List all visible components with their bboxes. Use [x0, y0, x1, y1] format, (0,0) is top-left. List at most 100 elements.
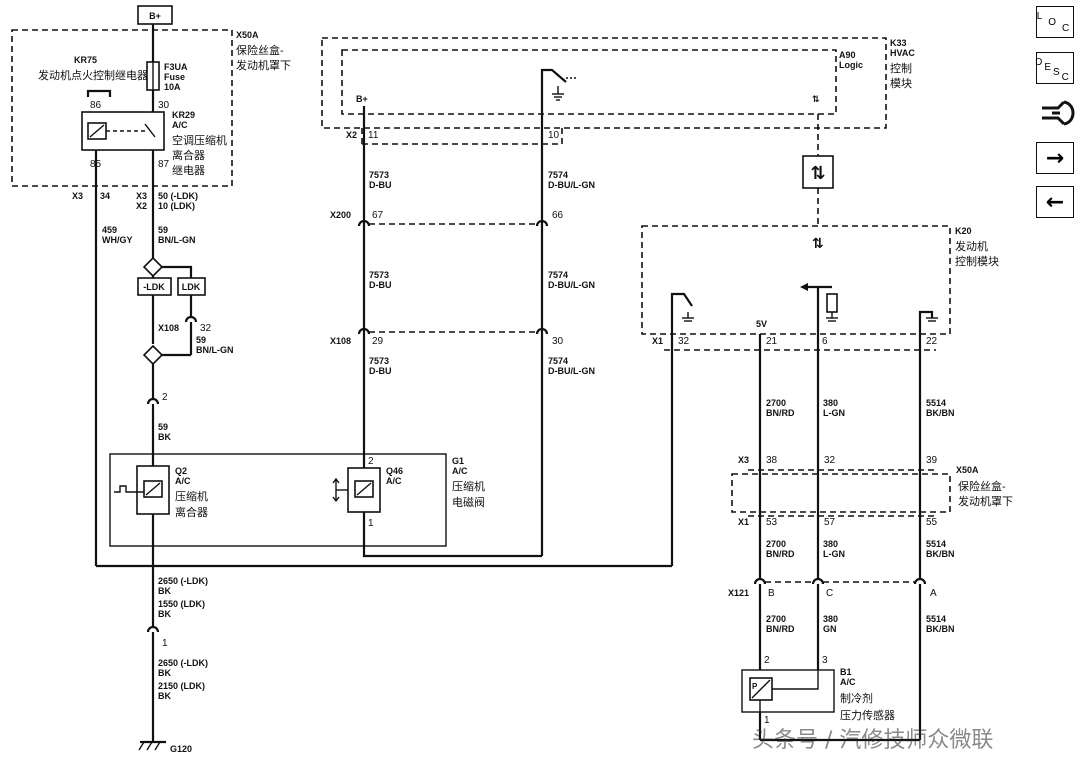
connector-x108-left: X108 [158, 323, 179, 333]
x50a-bottom-name1: 保险丝盒- [958, 479, 1006, 493]
pin-x121-b: B [768, 588, 775, 599]
desc-letter-d: D [1035, 56, 1043, 68]
wire-5514b-color: BK/BN [926, 549, 955, 559]
wire-380a-num: 380 [823, 398, 838, 408]
loc-letter-o: O [1048, 16, 1057, 28]
wire-380c-color: GN [823, 624, 837, 634]
q46-return-wire [362, 512, 542, 558]
pin-k20-6: 6 [822, 336, 828, 347]
connector-x1-k20: X1 [652, 336, 663, 346]
ldk-label: LDK [182, 282, 201, 292]
split-diamond-bottom [142, 344, 164, 366]
pin-x3-38: 38 [766, 455, 778, 466]
g1-name1: 压缩机 [452, 479, 485, 493]
kr29-switch [144, 123, 156, 138]
k20-low-side-switch [670, 292, 693, 318]
connector-view-button[interactable] [1038, 94, 1078, 134]
wire-7574a-color: D-BU/L-GN [548, 180, 595, 190]
loc-letter-c: C [1062, 22, 1070, 34]
g1-outline [109, 453, 447, 547]
wire-7573b-num: 7573 [369, 270, 389, 280]
serial-data-link: ⇅ [802, 114, 834, 226]
x108-29-connector [357, 327, 371, 335]
b1-signal-wire [772, 670, 819, 690]
k20-serial-data-arrows: ⇅ [812, 235, 824, 251]
connector-icon [1042, 100, 1075, 126]
x50a-top-name2: 发动机罩下 [236, 58, 291, 72]
wire-59b-color: BN/L-GN [196, 345, 234, 355]
wire-380a-color: L-GN [823, 408, 845, 418]
x121-b-connector [753, 577, 767, 585]
k20-pullup-resistor [826, 293, 838, 313]
pin-x3-50: 50 (-LDK) [158, 191, 198, 201]
q46-pin-2: 2 [368, 456, 374, 467]
k33-hvac-module: K33 HVAC 控制 模块 A90 Logic B+ ⇅ X2 11 10 [321, 37, 915, 145]
wire-59a-num: 59 [158, 225, 168, 235]
x50a-fuse-box-top: X50A 保险丝盒- 发动机罩下 [11, 29, 291, 187]
connector-x121: X121 [728, 588, 749, 598]
wire-59b-num: 59 [196, 335, 206, 345]
description-view-button[interactable]: D E S C [1035, 52, 1074, 84]
wire-459-num: 459 [102, 225, 117, 235]
q46-pin-1: 1 [368, 518, 374, 529]
previous-page-button[interactable]: ← [1036, 186, 1074, 218]
x50a-bottom-id: X50A [956, 465, 979, 475]
kr29-sub: A/C [172, 120, 188, 130]
wire-2700c-num: 2700 [766, 614, 786, 624]
b1-name1: 制冷剂 [840, 691, 873, 705]
wire-2650b-num: 2650 (-LDK) [158, 658, 208, 668]
k33-serial-data-arrows: ⇅ [812, 94, 820, 104]
f3ua-fuse: F3UA Fuse 10A [146, 61, 188, 112]
x50a-top-id: X50A [236, 30, 259, 40]
q2-name1: 压缩机 [175, 489, 208, 503]
pin-x2-10-ldk: 10 (LDK) [158, 201, 195, 211]
next-page-button[interactable]: → [1036, 142, 1074, 174]
serial-data-icon: ⇅ [810, 163, 825, 183]
wire-7573a-color: D-BU [369, 180, 392, 190]
pin-k20-32: 32 [678, 336, 690, 347]
k33-id: K33 [890, 38, 907, 48]
wire-5514b-num: 5514 [926, 539, 946, 549]
location-view-button[interactable]: L O C [1036, 6, 1074, 38]
connector-pin-1 [146, 625, 160, 633]
wire-labels-right-upper: 2700 BN/RD 380 L-GN 5514 BK/BN [766, 398, 955, 418]
k20-outline [641, 225, 951, 335]
wire-2700a-color: BN/RD [766, 408, 795, 418]
wire-59c-color: BK [158, 432, 171, 442]
x3-x2-pins-left: X3 34 X3 50 (-LDK) X2 10 (LDK) [72, 191, 198, 211]
k20-name2: 控制模块 [955, 254, 999, 268]
g1-compressor: G1 A/C 压缩机 电磁阀 Q2 A/C 压缩机 离合器 2 Q46 A/C … [109, 453, 485, 547]
pin-x3-39: 39 [926, 455, 938, 466]
wire-2650b-color: BK [158, 668, 171, 678]
watermark-text: 头条号 / 汽修技师众微联 [752, 728, 994, 753]
k33-low-side-switch [540, 68, 567, 106]
ldk-option-split: -LDK LDK X108 32 59 BN/L-GN 2 59 BK [137, 256, 234, 466]
x50a-top-outline [11, 29, 233, 187]
wire-2700a-num: 2700 [766, 398, 786, 408]
fuse-id: F3UA [164, 62, 188, 72]
k20-id: K20 [955, 226, 972, 236]
wire-5514a-num: 5514 [926, 398, 946, 408]
connector-x3-right: X3 [136, 191, 147, 201]
k33-outline [321, 37, 887, 129]
pin-x200-67: 67 [372, 210, 384, 221]
wire-380b-color: L-GN [823, 549, 845, 559]
k33-sub: HVAC [890, 48, 915, 58]
desc-letter-e: E [1044, 61, 1051, 73]
kr29-relay: 86 30 KR29 A/C 空调压缩机 离合器 继电器 85 87 [81, 100, 227, 177]
serial-data-box [802, 155, 834, 189]
ldk-not-box [137, 277, 172, 296]
wire-380b-num: 380 [823, 539, 838, 549]
wire-2650a-color: BK [158, 586, 171, 596]
kr29-id: KR29 [172, 110, 195, 120]
pin-k20-21: 21 [766, 336, 778, 347]
kr29-pin-86: 86 [90, 100, 102, 111]
wire-5514c-color: BK/BN [926, 624, 955, 634]
wire-7574a-num: 7574 [548, 170, 568, 180]
pin-x1-53: 53 [766, 517, 778, 528]
x108-32-connector [184, 315, 198, 323]
wire-2700b-num: 2700 [766, 539, 786, 549]
wire-2700b-color: BN/RD [766, 549, 795, 559]
x200-67-connector [357, 219, 371, 227]
